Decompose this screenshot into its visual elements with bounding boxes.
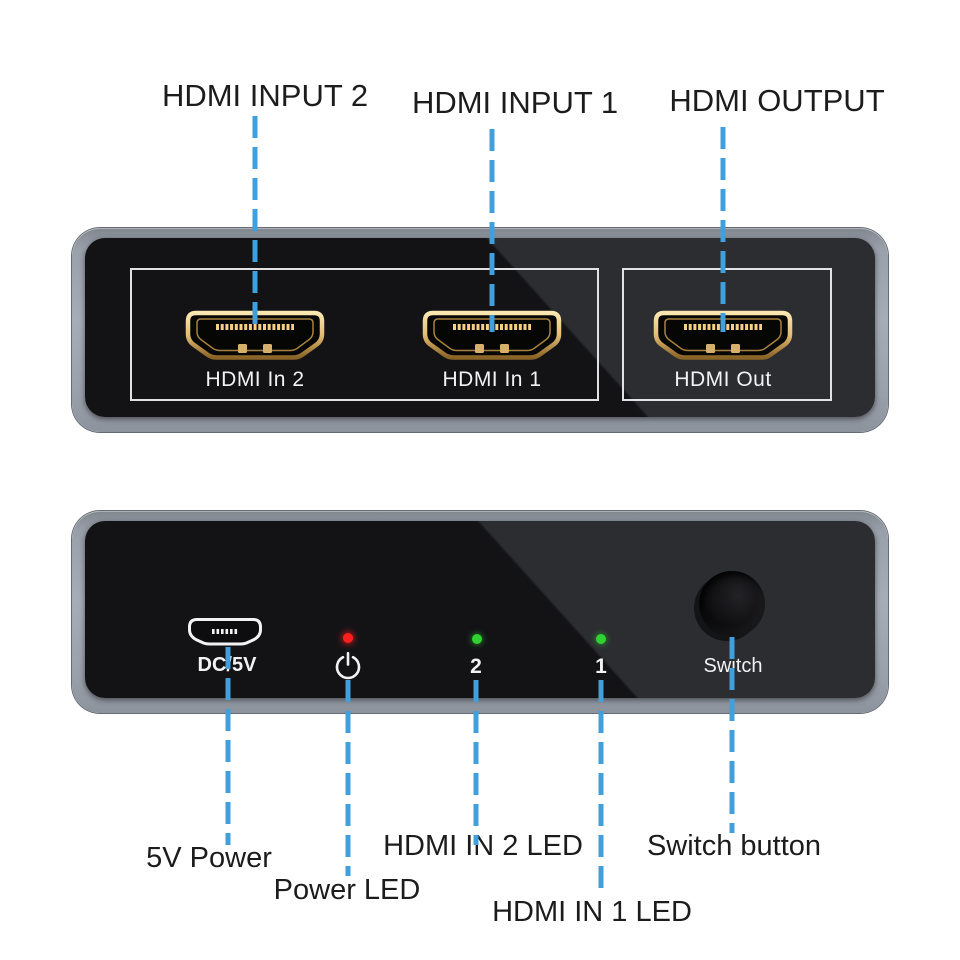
leader-power-led — [345, 680, 351, 876]
led-1-label: 1 — [595, 655, 607, 678]
front-panel-device: DC/5V 2 1 Switch — [72, 511, 888, 713]
power-led — [343, 633, 353, 643]
leader-hdmi-in-1-led — [598, 680, 604, 892]
leader-hdmi-output — [720, 127, 726, 332]
hdmi-in-1-led — [596, 634, 606, 644]
leader-hdmi-in-2-led — [473, 680, 479, 845]
led-2-label: 2 — [470, 655, 482, 678]
hdmi-in-2-port-label: HDMI In 2 — [205, 368, 305, 391]
leader-switch-button — [729, 637, 735, 833]
power-icon — [335, 651, 361, 680]
leader-hdmi-input-1 — [489, 129, 495, 332]
leader-5v-power — [225, 647, 231, 845]
hdmi-in-1-port-label: HDMI In 1 — [442, 368, 542, 391]
rear-panel-device: HDMI In 2 HDMI In 1 HDMI Out — [72, 228, 888, 432]
callout-hdmi-in-2-led: HDMI IN 2 LED — [383, 830, 583, 862]
inputs-outline — [130, 268, 599, 401]
callout-power-led: Power LED — [273, 874, 421, 906]
switch-button — [699, 571, 765, 637]
hdmi-in-2-led — [472, 634, 482, 644]
micro-usb-port-icon — [187, 617, 263, 647]
callout-hdmi-input-2: HDMI INPUT 2 — [161, 78, 369, 113]
callout-switch-button: Switch button — [646, 830, 822, 862]
callout-hdmi-in-1-led: HDMI IN 1 LED — [492, 896, 692, 928]
callout-hdmi-output: HDMI OUTPUT — [669, 83, 885, 118]
callout-hdmi-input-1: HDMI INPUT 1 — [411, 85, 619, 120]
hdmi-out-port-label: HDMI Out — [674, 368, 772, 391]
callout-5v-power: 5V Power — [146, 842, 272, 874]
leader-hdmi-input-2 — [252, 116, 258, 332]
output-outline — [622, 268, 832, 401]
